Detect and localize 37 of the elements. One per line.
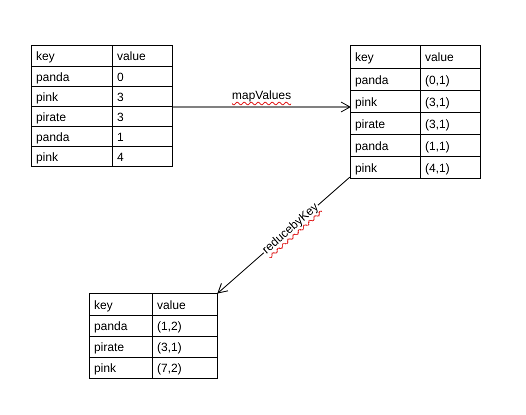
table-cell: panda [90,315,153,336]
table-cell-text: value [156,296,187,314]
table-cell: key [32,46,113,66]
table-cell: (3,1) [153,336,217,357]
table-cell: pink [351,156,421,178]
data-table [89,293,218,379]
table-cell: key [90,294,153,315]
data-table [31,45,173,167]
table-cell: 3 [113,106,172,126]
table-cell: (4,1) [421,156,480,178]
arrow [172,102,350,112]
table-cell: pirate [351,112,421,134]
table-cell-text: value [424,49,455,66]
table-cell: panda [32,126,113,146]
table-cell: (3,1) [421,90,480,112]
table-cell: (1,1) [421,134,480,156]
data-table [350,45,481,179]
table-cell: (3,1) [421,112,480,134]
table-cell: 0 [113,66,172,86]
table-cell: pink [351,90,421,112]
table-cell: 1 [113,126,172,146]
table-cell: panda [351,68,421,90]
table-cell: (0,1) [421,68,480,90]
table-cell: (1,2) [153,315,217,336]
table-cell: pink [32,86,113,106]
table-cell: (7,2) [153,357,217,378]
table-cell: pink [90,357,153,378]
table-cell: 3 [113,86,172,106]
table-cell: pirate [90,336,153,357]
table-cell: panda [32,66,113,86]
table-cell-text: value [116,48,147,65]
table-cell: panda [351,134,421,156]
table-cell: pirate [32,106,113,126]
edge-label: mapValues [230,89,292,101]
table-cell: pink [32,146,113,166]
table-cell: 4 [113,146,172,166]
table-cell: key [351,46,421,68]
